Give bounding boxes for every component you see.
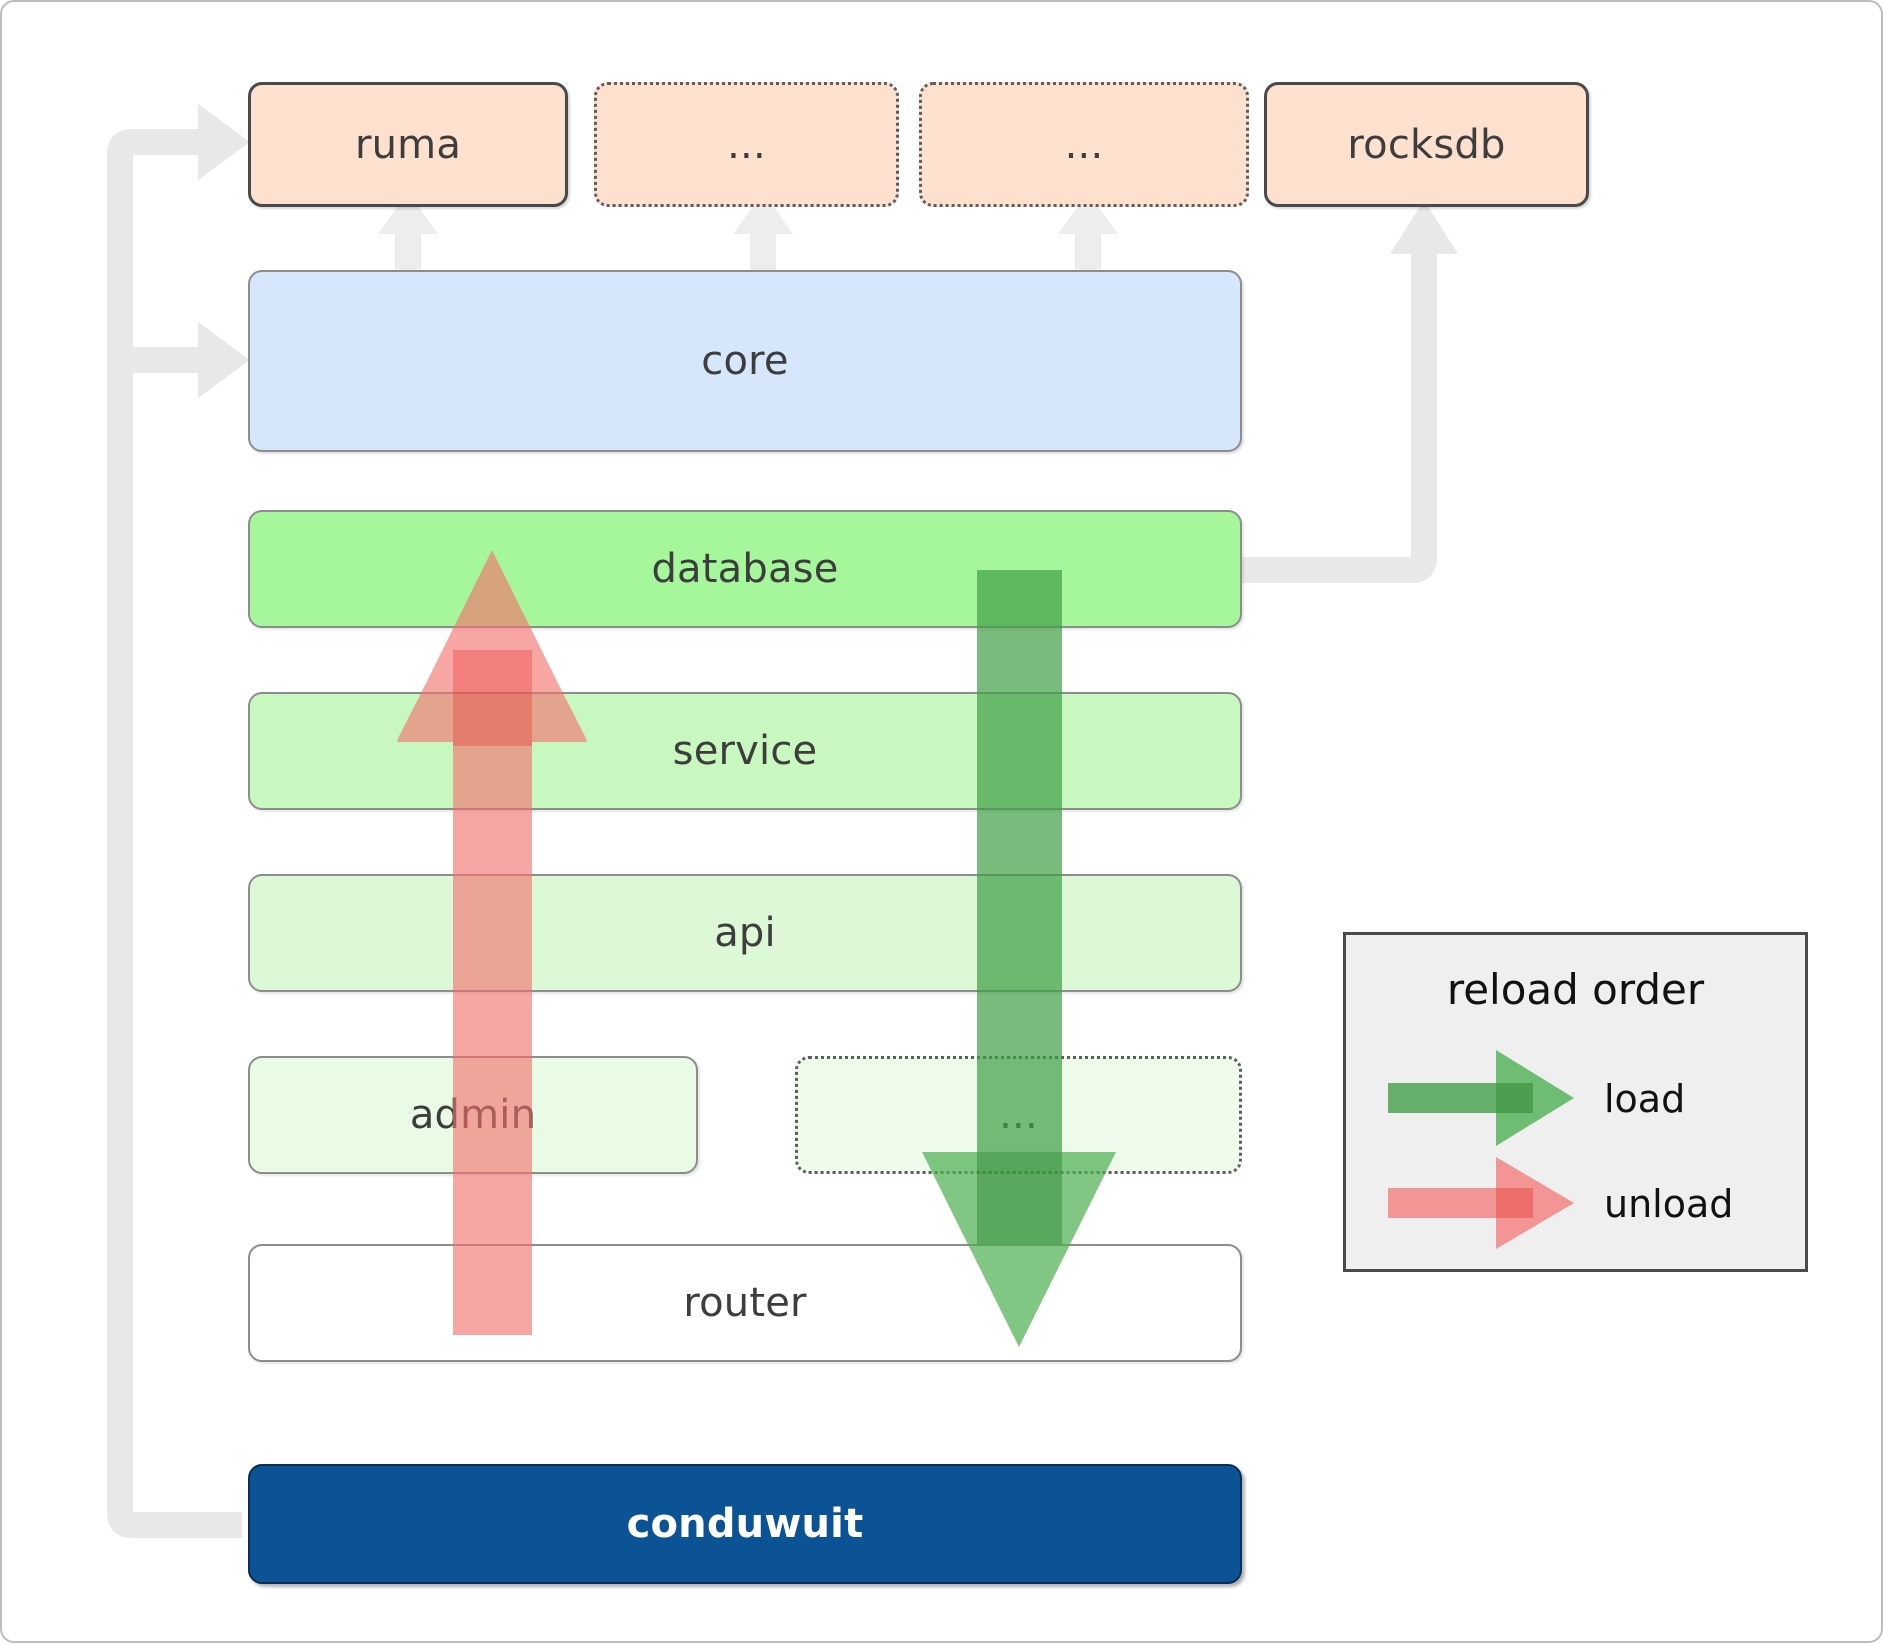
layer-label: router (683, 1280, 807, 1326)
layer-box-api[interactable]: api (248, 874, 1242, 992)
binary-box-conduwuit[interactable]: conduwuit (248, 1464, 1242, 1584)
external-label: rocksdb (1347, 121, 1506, 168)
binary-label: conduwuit (626, 1501, 864, 1547)
external-box-rocksdb[interactable]: rocksdb (1264, 82, 1589, 207)
layer-box-service[interactable]: service (248, 692, 1242, 810)
layer-label: service (672, 728, 818, 774)
legend-load-arrow (1388, 1050, 1574, 1146)
external-label: ruma (354, 121, 462, 168)
layer-label: ... (999, 1092, 1038, 1138)
legend-label-unload: unload (1604, 1182, 1734, 1226)
layer-box-core[interactable]: core (248, 270, 1242, 452)
layer-box-ellipsis[interactable]: ... (795, 1056, 1242, 1174)
layer-box-admin[interactable]: admin (248, 1056, 698, 1174)
legend-arrows (1388, 1050, 1574, 1249)
external-label: ... (1064, 121, 1104, 168)
external-label: ... (727, 121, 766, 168)
layer-label: core (701, 338, 789, 384)
external-box-ellipsis-2[interactable]: ... (919, 82, 1249, 207)
external-box-ruma[interactable]: ruma (248, 82, 568, 207)
layer-box-router[interactable]: router (248, 1244, 1242, 1362)
layer-label: admin (409, 1092, 537, 1138)
legend-title: reload order (1446, 965, 1705, 1014)
layer-box-database[interactable]: database (248, 510, 1242, 628)
legend-panel: reload order load unload (1343, 932, 1808, 1272)
layer-label: api (714, 910, 776, 956)
legend-unload-arrow (1388, 1157, 1574, 1249)
layer-label: database (651, 546, 839, 592)
external-box-ellipsis-1[interactable]: ... (594, 82, 899, 207)
legend-label-load: load (1604, 1077, 1686, 1121)
